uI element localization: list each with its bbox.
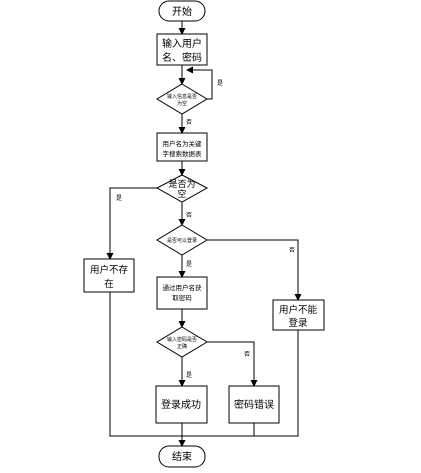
edge-user-missing-to-merge xyxy=(109,292,182,437)
check-empty-label-line1: 输入信息是否 xyxy=(167,93,197,100)
is-null-yes-label: 是 xyxy=(116,195,122,202)
wrong-password-label: 密码错误 xyxy=(234,398,274,411)
input-box: 输入用户 名、密码 xyxy=(156,33,208,66)
check-empty-no-label: 否 xyxy=(186,119,192,126)
user-missing-label-line2: 在 xyxy=(104,278,114,290)
input-label-line2: 名、密码 xyxy=(162,51,202,64)
password-correct-decision: 输入密码是否 正确 xyxy=(156,326,208,358)
edge-check-empty-yes xyxy=(186,66,213,100)
check-empty-yes-label: 是 xyxy=(217,80,223,87)
password-correct-yes-label: 是 xyxy=(186,372,192,379)
can-login-decision: 是否可以登录 xyxy=(156,224,208,256)
wrong-password-box: 密码错误 xyxy=(228,385,280,424)
can-login-yes-label: 是 xyxy=(186,261,192,268)
lookup-label-line1: 用户名为关键 xyxy=(163,139,203,148)
get-password-box: 通过用户名获 取密码 xyxy=(156,276,208,310)
password-correct-label-line1: 输入密码是否 xyxy=(167,336,197,343)
edge-wrong-pwd-to-merge xyxy=(182,423,255,437)
edge-is-null-yes xyxy=(106,187,157,260)
input-label-line1: 输入用户 xyxy=(162,37,202,50)
user-missing-label-line1: 用户不存 xyxy=(90,264,129,276)
cannot-login-label-line2: 登录 xyxy=(288,318,308,329)
is-null-label-line1: 是否为 xyxy=(168,178,195,190)
start-label: 开始 xyxy=(172,5,192,18)
can-login-label: 是否可以登录 xyxy=(167,237,197,244)
password-correct-label-line2: 正确 xyxy=(177,343,187,350)
cannot-login-box: 用户不能 登录 xyxy=(272,299,325,331)
user-missing-box: 用户不存 在 xyxy=(83,258,135,293)
is-null-decision: 是否为 空 xyxy=(155,174,209,203)
edge-can-login-no xyxy=(207,239,302,301)
login-success-label: 登录成功 xyxy=(161,398,201,411)
is-null-label-line2: 空 xyxy=(177,188,186,200)
password-correct-no-label: 否 xyxy=(244,351,250,358)
is-null-no-label: 否 xyxy=(186,212,192,219)
end-label: 结束 xyxy=(172,450,192,463)
get-password-label-line1: 通过用户名获 xyxy=(163,283,203,292)
lookup-label-line2: 字搜索数据表 xyxy=(163,149,203,158)
check-empty-label-line2: 为空 xyxy=(177,100,187,107)
connectors xyxy=(106,21,302,447)
start-terminal: 开始 xyxy=(158,0,206,22)
cannot-login-label-line1: 用户不能 xyxy=(279,304,318,316)
edge-cannot-login-to-merge xyxy=(254,330,299,437)
end-terminal: 结束 xyxy=(158,445,206,468)
edge-pwd-no xyxy=(207,341,258,387)
login-success-box: 登录成功 xyxy=(155,385,208,424)
check-empty-decision: 输入信息是否 为空 xyxy=(156,83,208,115)
lookup-box: 用户名为关键 字搜索数据表 xyxy=(156,132,208,162)
can-login-no-label: 否 xyxy=(289,247,295,254)
get-password-label-line2: 取密码 xyxy=(172,293,192,302)
